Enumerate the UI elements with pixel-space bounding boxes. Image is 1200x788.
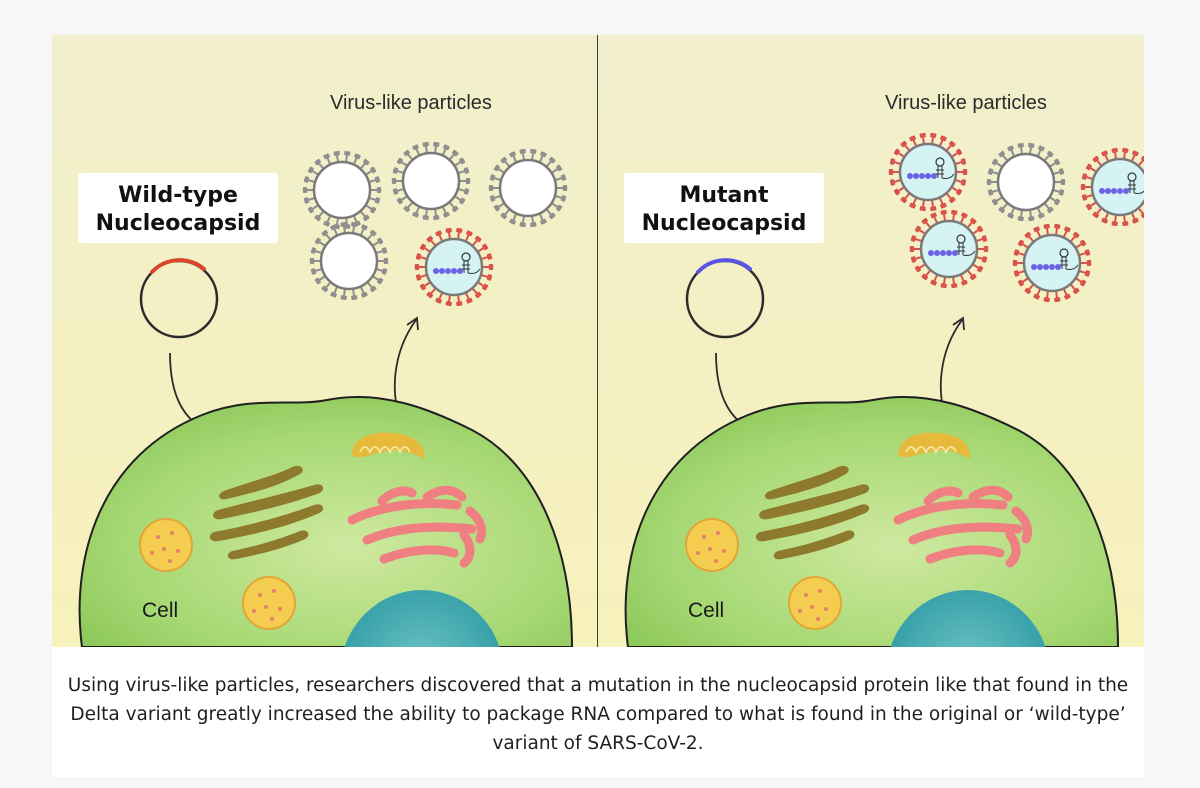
mitochondrion [898,432,971,459]
nucleocapsid-title-line1: Mutant [679,183,769,208]
nucleocapsid-title-line1: Wild-type [118,183,238,208]
nucleocapsid-title-line2: Nucleocapsid [642,211,807,236]
mutant-panel: Virus-like particles Mutant Nucleocapsid [598,35,1144,647]
golgi-apparatus [755,465,870,560]
empty-virus-particle [302,150,382,230]
golgi-apparatus [209,465,324,560]
rna-filled-virus-particle [909,209,989,289]
nucleus [344,590,500,647]
nucleocapsid-label-box [624,173,824,243]
endoplasmic-reticulum [347,485,487,568]
vesicle [685,518,739,572]
endoplasmic-reticulum [893,485,1033,568]
plasmid-icon [139,258,219,339]
rna-filled-virus-particle [414,227,494,307]
rna-filled-virus-particle [888,132,968,212]
rna-filled-virus-particle [1080,147,1144,227]
virus-like-particles-label: Virus-like particles [885,92,1047,114]
rna-filled-virus-particle [1012,223,1092,303]
vesicle [788,576,842,630]
vesicle [139,518,193,572]
nucleus [890,590,1046,647]
panel-divider [597,35,599,647]
nucleocapsid-title-line2: Nucleocapsid [96,211,261,236]
empty-virus-particle [391,141,471,221]
cell: Cell [624,396,1120,647]
empty-virus-particle [986,142,1066,222]
mitochondrion [352,432,425,459]
empty-virus-particle [488,148,568,228]
figure-caption: Using virus-like particles, researchers … [67,675,1129,754]
nucleocapsid-label-box [78,173,278,243]
figure-card: Virus-like particles Wild-type Nucleocap… [52,35,1144,777]
cell-label: Cell [688,599,724,622]
cell-label: Cell [142,599,178,622]
virus-like-particles-label: Virus-like particles [330,92,492,114]
wild-type-panel: Virus-like particles Wild-type Nucleocap… [52,35,598,647]
plasmid-icon [685,258,765,339]
diagram-figure: Virus-like particles Wild-type Nucleocap… [52,35,1144,647]
cell: Cell [78,396,574,647]
vesicle [242,576,296,630]
empty-virus-particle [309,221,389,301]
